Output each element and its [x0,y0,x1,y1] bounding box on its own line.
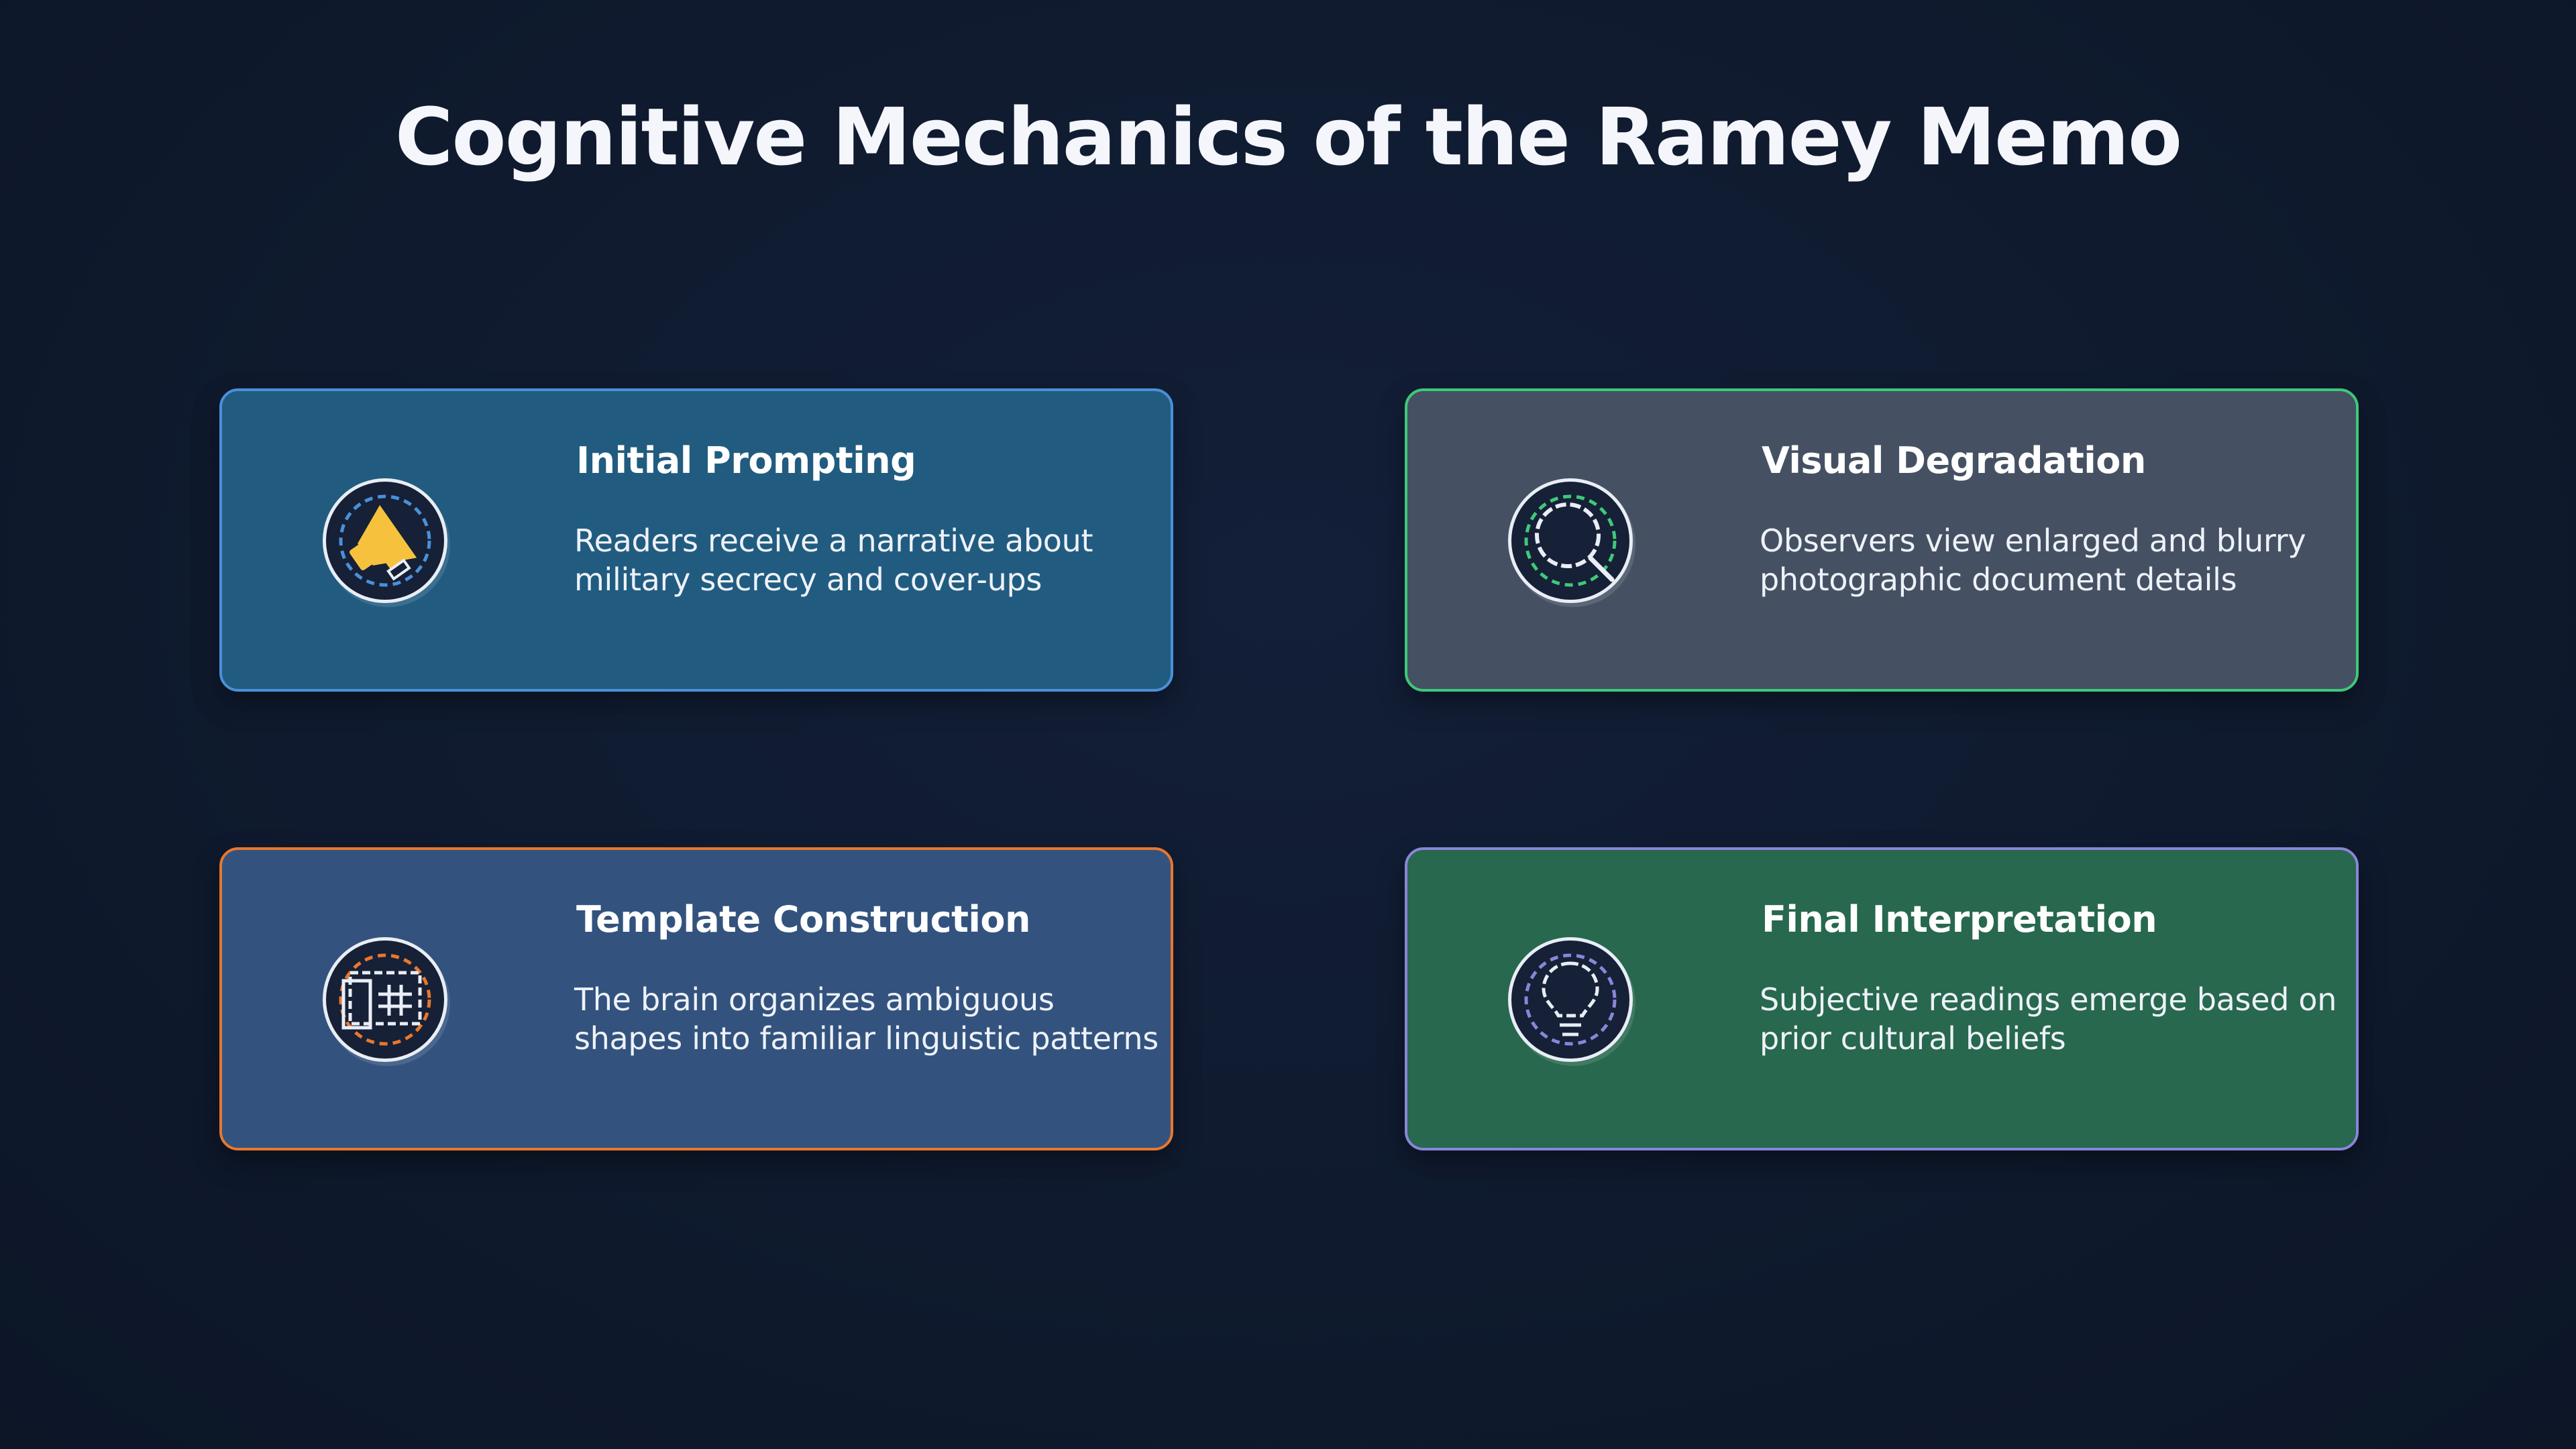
card-description: Readers receive a narrative about milita… [574,523,1093,598]
card-title: Final Interpretation [1762,898,2157,941]
card-title: Visual Degradation [1762,439,2146,482]
card-template-construction: Template Construction The brain organize… [219,847,1173,1150]
card-final-interpretation: Final Interpretation Subjective readings… [1405,847,2359,1150]
card-initial-prompting: Initial Prompting Readers receive a narr… [219,388,1173,692]
magnifier-icon [1508,478,1633,603]
card-title: Initial Prompting [576,439,916,482]
template-grid-icon [323,937,447,1062]
lightbulb-icon [1508,937,1633,1062]
card-description: Subjective readings emerge based on prio… [1760,981,2337,1057]
card-description: Observers view enlarged and blurry photo… [1760,523,2306,598]
megaphone-icon [323,478,447,603]
card-description: The brain organizes ambiguous shapes int… [574,981,1159,1057]
card-title: Template Construction [576,898,1030,941]
page-title: Cognitive Mechanics of the Ramey Memo [394,91,2182,183]
card-visual-degradation: Visual Degradation Observers view enlarg… [1405,388,2359,692]
